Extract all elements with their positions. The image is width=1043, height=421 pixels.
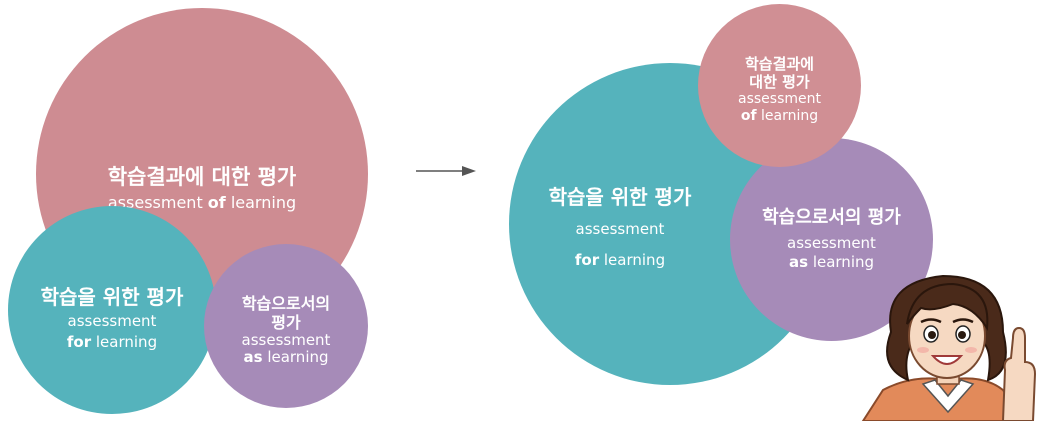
right-of-learning-sub-post: learning	[756, 107, 819, 124]
left-for-learning-sub-line1: assessment	[67, 311, 157, 330]
right-for-learning-text-group: 학습을 위한 평가 assessment for learning	[549, 179, 692, 270]
left-as-learning-sub-line2: as learning	[243, 349, 328, 366]
right-as-learning-sub-post: learning	[808, 253, 875, 272]
right-as-learning-sub-line1: assessment	[787, 234, 876, 253]
right-as-learning-sub-bold: as	[788, 253, 809, 272]
left-for-learning-sub-post: learning	[91, 333, 158, 351]
left-for-learning-circle: 학습을 위한 평가 assessment for learning	[8, 206, 216, 414]
left-of-learning-title: 학습결과에 대한 평가	[107, 165, 297, 190]
right-of-learning-title-line1: 학습결과에	[744, 55, 814, 74]
right-as-learning-title: 학습으로서의 평가	[762, 207, 901, 229]
left-as-learning-circle: 학습으로서의 평가 assessment as learning	[204, 244, 368, 408]
left-for-learning-title: 학습을 위한 평가	[40, 284, 184, 309]
right-as-learning-sub-line2: as learning	[789, 254, 874, 271]
left-of-learning-sub-bold: of	[207, 193, 226, 213]
right-for-learning-title: 학습을 위한 평가	[548, 184, 692, 209]
left-as-learning-sub-bold: as	[243, 348, 263, 367]
right-for-learning-sub-line1: assessment	[575, 219, 665, 238]
left-as-learning-title-line2: 평가	[271, 312, 301, 332]
teacher-pointing-illustration	[861, 274, 1037, 421]
left-as-learning-sub-line1: assessment	[241, 330, 331, 349]
right-of-learning-sub-line1: assessment	[738, 91, 821, 108]
right-of-learning-circle: 학습결과에 대한 평가 assessment of learning	[698, 4, 861, 167]
right-for-learning-sub-post: learning	[599, 251, 666, 269]
right-of-learning-sub-bold: of	[740, 107, 757, 124]
left-for-learning-sub-line2: for learning	[66, 333, 158, 351]
left-as-learning-title-line1: 학습으로서의	[241, 293, 331, 313]
right-as-learning-circle: 학습으로서의 평가 assessment as learning	[730, 138, 933, 341]
left-as-learning-sub-post: learning	[262, 348, 329, 367]
left-of-learning-sub-post: learning	[225, 193, 297, 213]
right-of-learning-sub-line2: of learning	[741, 108, 818, 124]
left-for-learning-sub-bold: for	[66, 333, 92, 351]
right-for-learning-sub-bold: for	[574, 251, 600, 269]
right-for-learning-sub-line2: for learning	[574, 251, 666, 269]
right-of-learning-title-line2: 대한 평가	[749, 73, 810, 92]
right-arrow-icon	[416, 166, 476, 176]
